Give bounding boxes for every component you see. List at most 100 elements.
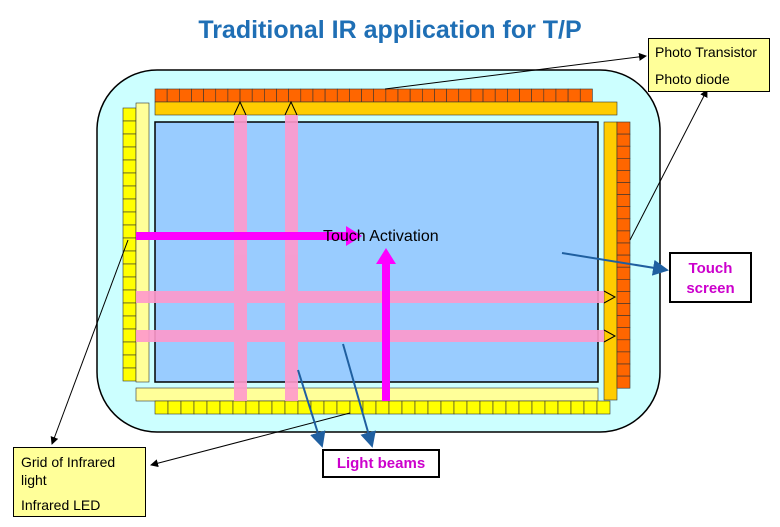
- touch-screen-label-2: screen: [686, 280, 735, 297]
- photo-transistor-cell: [616, 363, 631, 377]
- photo-transistor-cell: [482, 88, 496, 103]
- infrared-led-cell: [206, 400, 221, 415]
- infrared-led-cell: [122, 341, 137, 356]
- photo-transistor-cell: [336, 88, 350, 103]
- photo-transistor-cell: [191, 88, 204, 103]
- infrared-led-cell: [258, 400, 273, 415]
- infrared-led-cell: [122, 289, 137, 304]
- photo-transistor-cell: [385, 88, 399, 103]
- photo-transistor-cell: [507, 88, 520, 103]
- infrared-led-cell: [271, 400, 286, 415]
- infrared-led-cell: [122, 302, 137, 317]
- photo-transistor-cell: [616, 327, 631, 341]
- photo-transistor-cell: [567, 88, 581, 103]
- infrared-led-cell: [362, 400, 377, 415]
- infrared-led-cell: [122, 120, 137, 135]
- photo-transistor-cell: [616, 170, 631, 183]
- infrared-led-cell: [122, 107, 137, 122]
- photo-transistor-cell: [409, 88, 423, 103]
- infrared-led-cell: [375, 400, 390, 415]
- photo-transistor-cell: [531, 88, 545, 103]
- photo-transistor-cell: [616, 158, 631, 171]
- infrared-led-cell: [122, 172, 137, 187]
- photo-transistor-cell: [616, 351, 631, 365]
- infrared-led-cell: [122, 198, 137, 213]
- photo-transistor-cell: [239, 88, 253, 103]
- receiver-bar-top: [154, 101, 618, 116]
- photo-transistor-cell: [616, 121, 631, 135]
- photo-transistor-cell: [251, 88, 265, 103]
- infrared-led-cell: [122, 276, 137, 291]
- grid-callout: Grid of Infrared light Infrared LED: [13, 447, 146, 517]
- photo-transistor-cell: [616, 303, 631, 316]
- light-beams-callout: Light beams: [322, 449, 440, 478]
- infrared-led-cell: [453, 400, 468, 415]
- infrared-led-cell: [414, 400, 429, 415]
- infrared-led-cell: [323, 400, 338, 415]
- infrared-led-cell: [531, 400, 546, 415]
- infrared-led-cell: [505, 400, 520, 415]
- emitter-column-left: [122, 107, 137, 382]
- photo-transistor-cell: [179, 88, 192, 103]
- infrared-led-cell: [122, 315, 137, 330]
- active-beams: [136, 226, 396, 401]
- receiver-row-top: [154, 88, 593, 103]
- photo-transistor-cell: [543, 88, 557, 103]
- photo-transistor-cell: [494, 88, 508, 103]
- photo-callout: Photo Transistor Photo diode: [648, 38, 770, 92]
- light-beams: [136, 115, 604, 401]
- infrared-led-cell: [122, 146, 137, 161]
- photo-transistor-cell: [616, 266, 631, 280]
- photo-transistor-cell: [264, 88, 277, 103]
- infrared-led-cell: [336, 400, 351, 415]
- infrared-led-cell: [544, 400, 559, 415]
- emitter-bar-bottom: [135, 387, 599, 402]
- photo-transistor-cell: [397, 88, 411, 103]
- receiver-triangle: [603, 329, 617, 343]
- photo-transistor-cell: [616, 278, 631, 292]
- infrared-led-cell: [232, 400, 247, 415]
- infrared-led-cell: [122, 133, 137, 148]
- photo-transistor-cell: [616, 145, 631, 159]
- photo-transistor-cell: [555, 88, 569, 103]
- photo-transistor-cell: [616, 315, 631, 329]
- photo-transistor-cell: [616, 182, 631, 195]
- photo-transistor-cell: [616, 375, 631, 389]
- photo-transistor-cell: [616, 133, 631, 147]
- receiver-triangle: [284, 100, 298, 116]
- photo-transistor-cell: [203, 88, 217, 103]
- receiver-column-right: [616, 121, 631, 389]
- photo-transistor-cell: [446, 88, 460, 103]
- photo-transistor-cell: [434, 88, 447, 103]
- touch-screen-callout: Touch screen: [669, 252, 752, 303]
- photo-transistor-cell: [324, 88, 338, 103]
- infrared-led-cell: [479, 400, 494, 415]
- beam-horizontal: [136, 330, 604, 342]
- touch-screen-label-1: Touch: [688, 260, 733, 277]
- infrared-led-cell: [122, 159, 137, 174]
- touch-activation-label: Touch Activation: [323, 228, 439, 245]
- infrared-led-cell: [122, 224, 137, 239]
- photo-transistor-cell: [215, 88, 229, 103]
- photo-transistor-cell: [616, 339, 631, 353]
- infrared-led-cell: [122, 250, 137, 265]
- touch-screen: [154, 121, 599, 383]
- photo-transistor-cell: [616, 254, 631, 268]
- infrared-led-cell: [154, 400, 169, 415]
- infrared-led-cell: [596, 400, 611, 415]
- photo-transistor-cell: [458, 88, 472, 103]
- receiver-triangle: [233, 100, 247, 116]
- photo-transistor-cell: [616, 242, 631, 256]
- infrared-led-label: Infrared LED: [21, 497, 101, 513]
- infrared-led-cell: [427, 400, 442, 415]
- infrared-led-cell: [440, 400, 455, 415]
- beam-vertical: [234, 115, 247, 401]
- photo-transistor-cell: [227, 88, 241, 103]
- page-title: Traditional IR application for T/P: [198, 16, 582, 44]
- infrared-led-cell: [193, 400, 208, 415]
- infrared-led-cell: [557, 400, 572, 415]
- infrared-led-cell: [180, 400, 195, 415]
- infrared-led-cell: [570, 400, 585, 415]
